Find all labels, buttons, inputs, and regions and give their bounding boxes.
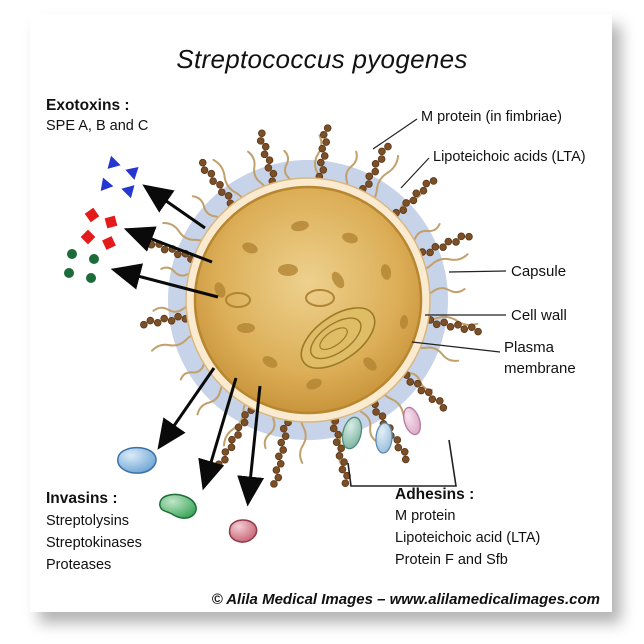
callout-plasma-membrane: Plasma membrane <box>504 339 576 377</box>
callout-m-protein: M protein (in fimbriae) <box>421 109 563 125</box>
invasins-heading: Invasins : <box>46 490 118 507</box>
nucleoid <box>300 307 376 369</box>
adhesins-bracket <box>347 439 457 487</box>
adhesins-item: M protein <box>395 508 456 524</box>
exotoxins-subtitle: SPE A, B and C <box>46 118 149 134</box>
callout-capsule: Capsule <box>511 263 567 280</box>
adhesins-item: Protein F and Sfb <box>395 552 508 568</box>
exotoxin-particles <box>64 155 139 283</box>
exotoxins-heading: Exotoxins : <box>46 97 130 114</box>
secretion-arrows <box>110 184 265 507</box>
invasins-item: Streptolysins <box>46 513 130 529</box>
callout-cell-wall: Cell wall <box>511 307 567 324</box>
adhesins-heading: Adhesins : <box>395 486 475 503</box>
copyright-text: © Alila Medical Images – www.alilamedica… <box>211 591 600 608</box>
plasma-membrane-and-cytoplasm <box>193 185 423 415</box>
diagram-title: Streptococcus pyogenes <box>176 44 468 74</box>
cytoplasm-granules <box>214 220 409 390</box>
adhesins-item: Lipoteichoic acid (LTA) <box>395 530 541 546</box>
invasin-blobs <box>117 446 258 543</box>
leader-lines <box>372 118 507 353</box>
adhesin-molecules <box>341 406 421 454</box>
callout-lta: Lipoteichoic acids (LTA) <box>433 149 586 165</box>
invasins-item: Proteases <box>46 557 112 573</box>
invasins-item: Streptokinases <box>46 535 142 551</box>
